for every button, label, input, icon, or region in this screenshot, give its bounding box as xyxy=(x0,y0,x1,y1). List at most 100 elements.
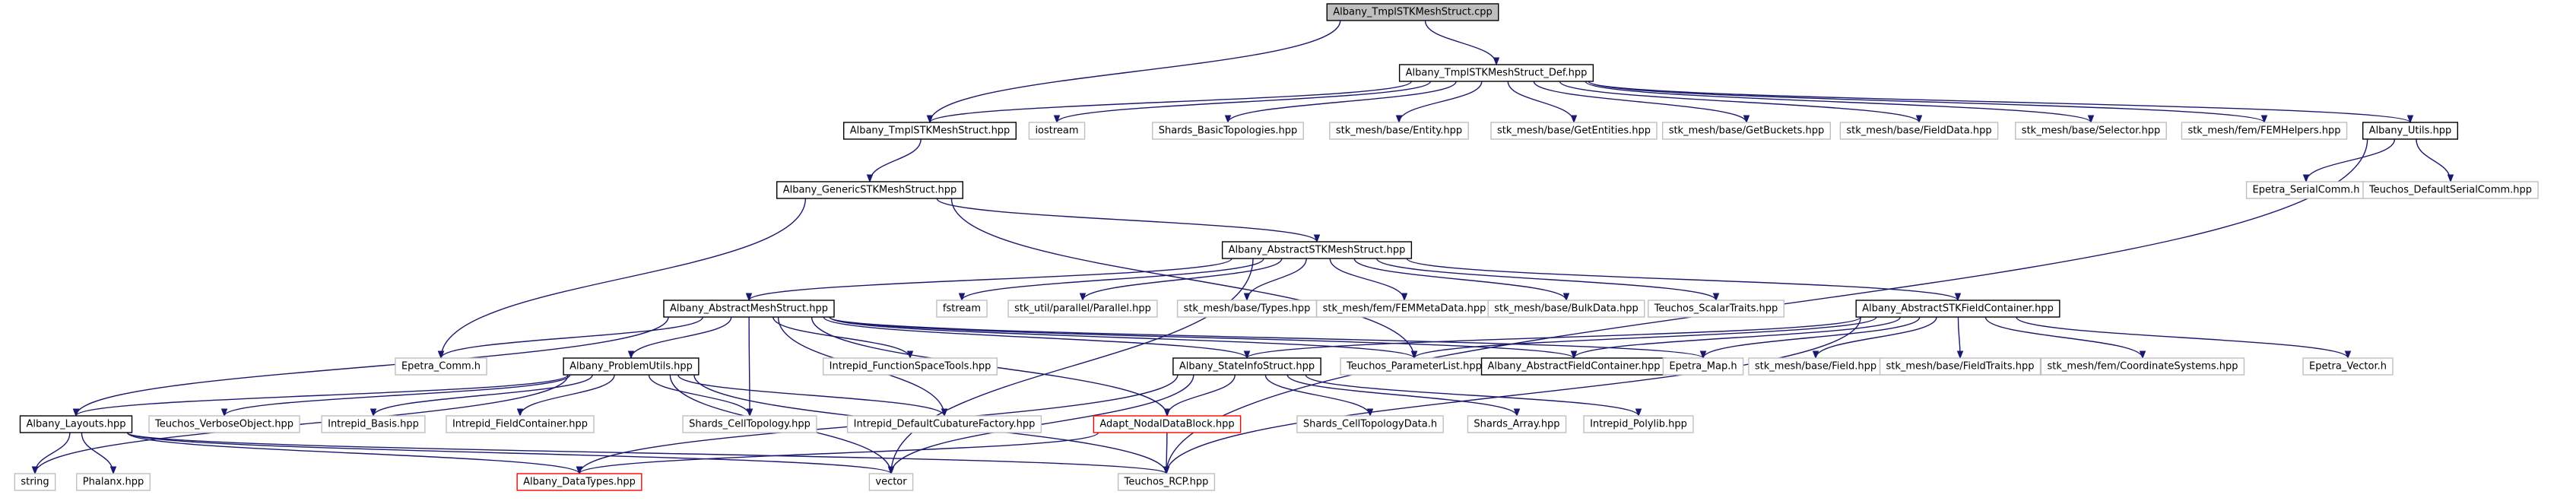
node-label: fstream xyxy=(943,303,981,315)
edge-abstract-stk-field-to-teuchos-pl xyxy=(1410,316,1877,360)
node-label: vector xyxy=(875,477,907,488)
node-tmpl[interactable]: Albany_TmplSTKMeshStruct.hpp xyxy=(842,122,1017,140)
node-stk-fielddata: stk_mesh/base/FieldData.hpp xyxy=(1839,122,1999,140)
node-adapt-nodal[interactable]: Adapt_NodalDataBlock.hpp xyxy=(1093,415,1242,433)
node-datatypes[interactable]: Albany_DataTypes.hpp xyxy=(516,473,642,491)
edge-def-to-stk-getentities xyxy=(1507,81,1578,124)
edge-problem-utils-to-teuchos-vo xyxy=(220,374,571,417)
edge-abstract-stk-field-to-abstract-field xyxy=(1570,316,1901,360)
node-intrepid-polylib: Intrepid_Polylib.hpp xyxy=(1583,415,1694,433)
node-abstract-stk[interactable]: Albany_AbstractSTKMeshStruct.hpp xyxy=(1221,241,1413,259)
edge-state-info-to-adapt-nodal xyxy=(1163,374,1236,417)
node-label: Intrepid_Polylib.hpp xyxy=(1590,419,1687,430)
node-label: Epetra_SerialComm.h xyxy=(2253,185,2360,196)
node-epetra-vector: Epetra_Vector.h xyxy=(2302,357,2394,376)
node-label: Albany_TmplSTKMeshStruct_Def.hpp xyxy=(1406,68,1588,79)
node-label: Albany_AbstractMeshStruct.hpp xyxy=(670,303,828,315)
node-intrepid-dcf: Intrepid_DefaultCubatureFactory.hpp xyxy=(846,415,1042,433)
edge-abstract-mesh-to-epetra-comm xyxy=(437,316,703,360)
node-stk-entity: stk_mesh/base/Entity.hpp xyxy=(1329,122,1469,140)
node-stk-bulk: stk_mesh/base/BulkData.hpp xyxy=(1487,300,1645,318)
node-label: Teuchos_DefaultSerialComm.hpp xyxy=(2368,185,2532,196)
node-generic[interactable]: Albany_GenericSTKMeshStruct.hpp xyxy=(776,181,963,199)
node-label: Epetra_Map.h xyxy=(1669,361,1737,373)
edge-layouts-to-teuchos-rcp xyxy=(126,432,1170,475)
edge-abstract-stk-to-stk-bulk xyxy=(1353,258,1570,302)
edge-problem-utils-to-intrepid-basis xyxy=(370,374,593,417)
node-label: stk_mesh/base/GetBuckets.hpp xyxy=(1669,125,1825,137)
node-label: Phalanx.hpp xyxy=(83,477,144,488)
node-label: Epetra_Vector.h xyxy=(2309,361,2387,373)
node-abstract-stk-field[interactable]: Albany_AbstractSTKFieldContainer.hpp xyxy=(1855,300,2060,318)
edge-layouts-to-phalanx xyxy=(81,432,117,475)
node-label: Albany_Utils.hpp xyxy=(2369,125,2452,137)
node-label: Albany_AbstractFieldContainer.hpp xyxy=(1488,361,1661,373)
edge-abstract-stk-to-teuchos-scalar xyxy=(1376,258,1720,302)
edge-def-to-stk-fielddata xyxy=(1559,81,1923,124)
node-utils[interactable]: Albany_Utils.hpp xyxy=(2362,122,2459,140)
edge-tmpl-to-generic xyxy=(866,138,922,183)
edge-root-to-def xyxy=(1424,20,1500,66)
edge-def-to-utils xyxy=(1588,81,2414,124)
node-label: stk_mesh/fem/FEMHelpers.hpp xyxy=(2187,125,2340,137)
node-label: stk_mesh/base/FieldData.hpp xyxy=(1846,125,1991,137)
edge-abstract-stk-to-stk-parallel xyxy=(1079,258,1283,302)
node-stk-fieldtraits: stk_mesh/base/FieldTraits.hpp xyxy=(1879,357,2041,376)
node-abstract-mesh[interactable]: Albany_AbstractMeshStruct.hpp xyxy=(663,300,835,318)
edge-def-to-stk-entity xyxy=(1395,81,1483,124)
node-intrepid-fc: Intrepid_FieldContainer.hpp xyxy=(446,415,595,433)
node-label: stk_mesh/base/Selector.hpp xyxy=(2022,125,2160,137)
node-label: stk_util/parallel/Parallel.hpp xyxy=(1014,303,1151,315)
edge-root-to-tmpl xyxy=(926,20,1341,124)
node-layouts[interactable]: Albany_Layouts.hpp xyxy=(19,415,133,433)
edge-generic-to-epetra-comm xyxy=(437,198,807,360)
edge-abstract-stk-to-fstream xyxy=(958,258,1264,302)
node-abstract-field[interactable]: Albany_AbstractFieldContainer.hpp xyxy=(1480,357,1667,376)
edge-def-to-stk-getbuckets xyxy=(1533,81,1750,124)
node-phalanx: Phalanx.hpp xyxy=(76,473,151,491)
edge-def-to-stk-selector xyxy=(1585,81,2095,124)
edge-abstract-stk-field-to-stk-coordsys xyxy=(1984,316,2146,360)
node-label: stk_mesh/base/FieldTraits.hpp xyxy=(1886,361,2034,373)
edge-abstract-stk-to-abstract-mesh xyxy=(745,258,1232,302)
edge-state-info-to-shards-ctd xyxy=(1264,374,1374,417)
graph-edges xyxy=(31,20,2454,475)
edge-abstract-mesh-to-teuchos-pl xyxy=(829,316,1418,360)
node-root[interactable]: Albany_TmplSTKMeshStruct.cpp xyxy=(1326,3,1499,21)
node-shards-basic: Shards_BasicTopologies.hpp xyxy=(1152,122,1304,140)
edge-abstract-stk-to-abstract-stk-field xyxy=(1406,258,1962,302)
node-label: Albany_TmplSTKMeshStruct.hpp xyxy=(850,125,1010,137)
edge-abstract-stk-field-to-stk-fieldtraits xyxy=(1956,316,1964,360)
edge-def-to-tmpl xyxy=(926,81,1412,124)
edge-def-to-iostream xyxy=(1053,81,1431,124)
edge-def-to-shards-basic xyxy=(1224,81,1457,124)
node-label: Shards_CellTopology.hpp xyxy=(689,419,811,430)
node-intrepid-fst: Intrepid_FunctionSpaceTools.hpp xyxy=(822,357,998,376)
node-stk-femhelpers: stk_mesh/fem/FEMHelpers.hpp xyxy=(2181,122,2348,140)
node-stk-types: stk_mesh/base/Types.hpp xyxy=(1176,300,1318,318)
node-label: Shards_Array.hpp xyxy=(1474,419,1559,430)
node-label: Albany_AbstractSTKFieldContainer.hpp xyxy=(1862,303,2054,315)
edge-abstract-stk-to-stk-types xyxy=(1243,258,1307,302)
node-stk-field: stk_mesh/base/Field.hpp xyxy=(1748,357,1883,376)
edge-abstract-stk-field-to-stk-field xyxy=(1812,316,1937,360)
node-stk-parallel: stk_util/parallel/Parallel.hpp xyxy=(1007,300,1158,318)
node-label: stk_mesh/base/Types.hpp xyxy=(1184,303,1311,315)
node-label: Albany_StateInfoStruct.hpp xyxy=(1179,361,1315,373)
node-label: Albany_TmplSTKMeshStruct.cpp xyxy=(1333,7,1493,18)
edge-problem-utils-to-intrepid-fc xyxy=(516,374,615,417)
node-def[interactable]: Albany_TmplSTKMeshStruct_Def.hpp xyxy=(1398,64,1594,82)
node-shards-celltopo: Shards_CellTopology.hpp xyxy=(682,415,817,433)
node-iostream: iostream xyxy=(1028,122,1086,140)
node-problem-utils[interactable]: Albany_ProblemUtils.hpp xyxy=(563,357,700,376)
node-label: Teuchos_ScalarTraits.hpp xyxy=(1654,303,1778,315)
node-stk-selector: stk_mesh/base/Selector.hpp xyxy=(2015,122,2167,140)
node-label: Intrepid_FunctionSpaceTools.hpp xyxy=(830,361,991,373)
node-label: Epetra_Comm.h xyxy=(401,361,481,373)
node-fstream: fstream xyxy=(936,300,988,318)
node-label: Albany_Layouts.hpp xyxy=(27,419,126,430)
node-label: stk_mesh/base/BulkData.hpp xyxy=(1494,303,1639,315)
node-state-info[interactable]: Albany_StateInfoStruct.hpp xyxy=(1172,357,1321,376)
node-label: stk_mesh/base/GetEntities.hpp xyxy=(1497,125,1651,137)
